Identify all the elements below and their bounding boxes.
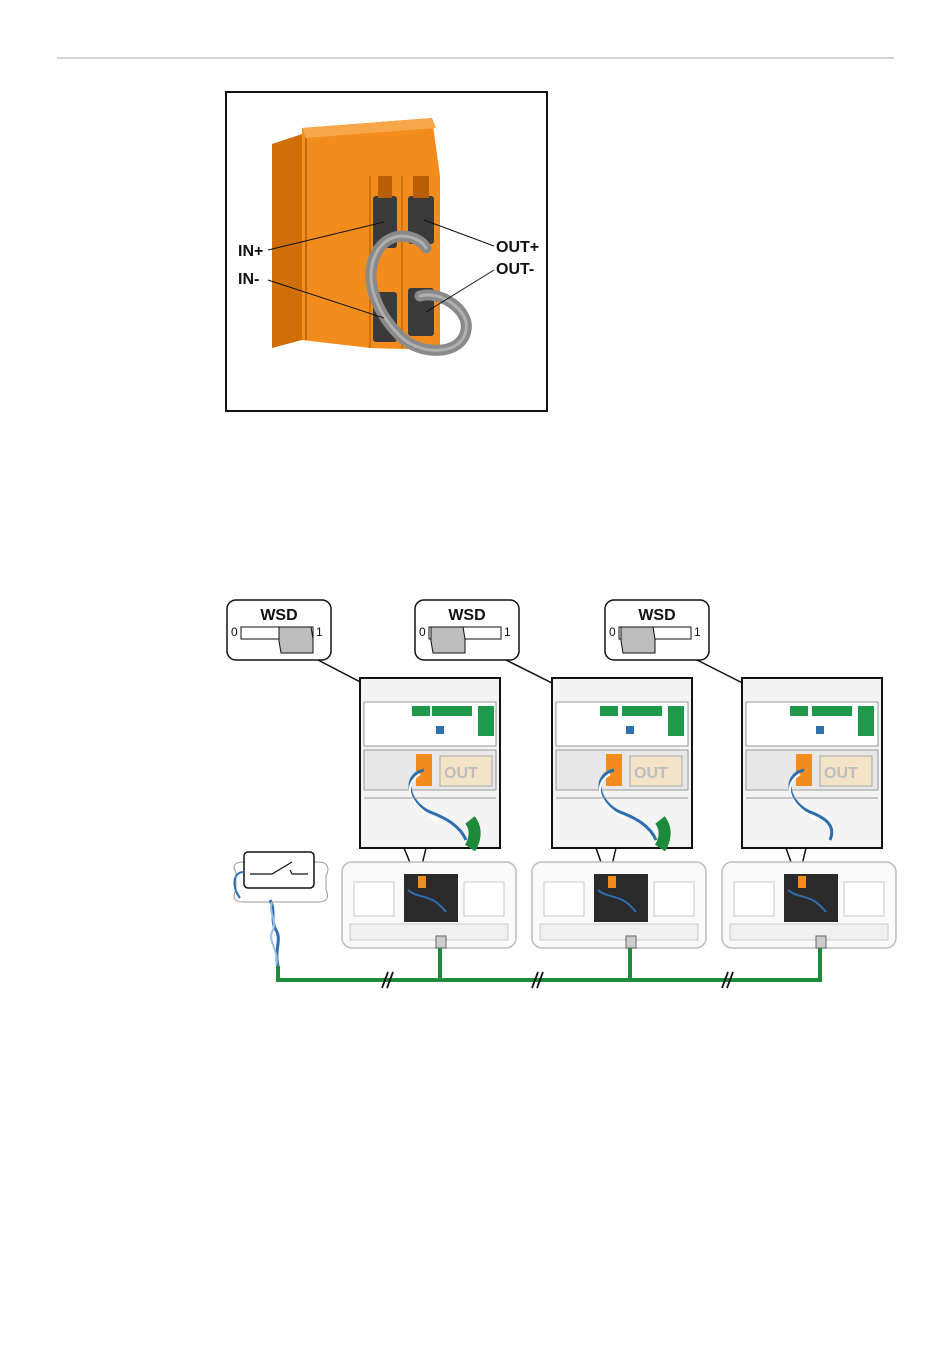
zoom-panel-2: OUT <box>552 678 692 848</box>
wsd-title: WSD <box>448 607 485 624</box>
svg-text:0: 0 <box>419 625 426 639</box>
svg-text:0: 0 <box>609 625 616 639</box>
label-in-minus: IN- <box>238 271 259 288</box>
zoom-panel-3: OUT <box>742 678 882 848</box>
svg-text:1: 1 <box>316 625 323 639</box>
terminal-label-3: OUT <box>824 765 858 782</box>
svg-text:0: 0 <box>231 625 238 639</box>
terminal-label-1: OUT <box>444 765 478 782</box>
label-out-minus: OUT- <box>496 261 534 278</box>
svg-text:1: 1 <box>504 625 511 639</box>
bus-cable <box>278 944 820 980</box>
wiring-figure: WSD 0 1 WSD 0 1 WSD 0 1 OUT <box>0 580 950 1000</box>
wsd-switch-3: WSD 0 1 <box>605 600 709 660</box>
zoom-panel-1: OUT <box>360 678 500 848</box>
terminal-label-2: OUT <box>634 765 668 782</box>
inverter-unit-1 <box>342 862 516 948</box>
label-out-plus: OUT+ <box>496 239 539 256</box>
inverter-unit-2 <box>532 862 706 948</box>
label-in-plus: IN+ <box>238 243 263 260</box>
inverter-unit-3 <box>722 862 896 948</box>
wsd-switch-1: WSD 0 1 <box>227 600 331 660</box>
wsd-title: WSD <box>638 607 675 624</box>
wsd-switch-2: WSD 0 1 <box>415 600 519 660</box>
svg-text:1: 1 <box>694 625 701 639</box>
external-switch <box>234 852 328 902</box>
connector-figure: IN+ IN- OUT+ OUT- <box>0 0 950 440</box>
wsd-title: WSD <box>260 607 297 624</box>
